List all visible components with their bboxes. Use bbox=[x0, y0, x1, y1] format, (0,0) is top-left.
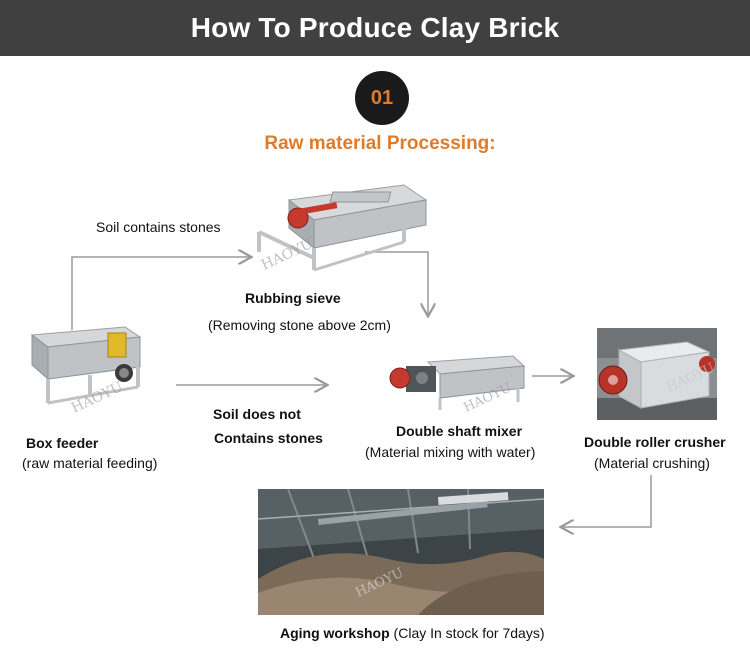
aging-workshop-name: Aging workshop bbox=[280, 625, 390, 641]
step-number-badge: 01 bbox=[355, 71, 409, 125]
arrow-sieve-to-mixer bbox=[365, 251, 428, 315]
step-number: 01 bbox=[370, 86, 394, 109]
edge-label-soil-no-stones-2: Contains stones bbox=[214, 430, 323, 446]
double-shaft-mixer-name: Double shaft mixer bbox=[396, 423, 523, 439]
box-feeder-name: Box feeder bbox=[26, 435, 99, 451]
arrow-crusher-to-aging bbox=[562, 475, 652, 527]
aging-workshop-image: HAOYU bbox=[258, 489, 544, 615]
aging-workshop-desc: (Clay In stock for 7days) bbox=[389, 625, 545, 641]
double-roller-crusher-desc: (Material crushing) bbox=[594, 455, 710, 471]
aging-workshop-label: Aging workshop (Clay In stock for 7days) bbox=[280, 625, 545, 641]
page-title: How To Produce Clay Brick bbox=[190, 12, 560, 43]
double-shaft-mixer-desc: (Material mixing with water) bbox=[365, 444, 536, 460]
rubbing-sieve-desc: (Removing stone above 2cm) bbox=[208, 317, 391, 333]
box-feeder-image: HAOYU bbox=[30, 326, 142, 415]
double-roller-crusher-image: HAOYU bbox=[597, 328, 717, 420]
box-feeder-desc: (raw material feeding) bbox=[22, 455, 158, 471]
edge-label-soil-no-stones-1: Soil does not bbox=[213, 406, 301, 422]
section-title: Raw material Processing: bbox=[264, 133, 496, 154]
rubbing-sieve-name: Rubbing sieve bbox=[245, 290, 341, 306]
double-roller-crusher-name: Double roller crusher bbox=[584, 434, 726, 450]
double-shaft-mixer-image: HAOYU bbox=[389, 355, 526, 416]
page-title-banner: How To Produce Clay Brick bbox=[0, 0, 750, 56]
edge-label-soil-with-stones: Soil contains stones bbox=[96, 219, 221, 235]
arrow-feeder-to-sieve bbox=[71, 257, 250, 330]
rubbing-sieve-image: HAOYU bbox=[257, 184, 428, 274]
